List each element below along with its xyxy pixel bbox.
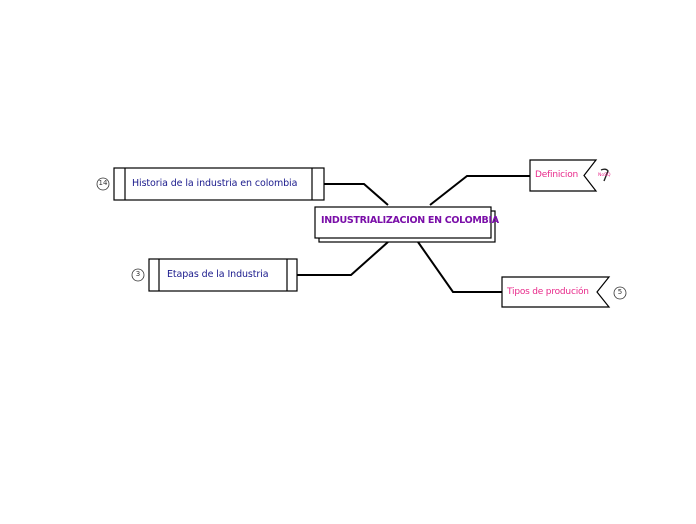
topic-etapas-label: Etapas de la Industria <box>167 269 269 280</box>
connector-definicion <box>429 175 530 206</box>
topic-tipos-label: Tipos de produción <box>507 287 589 297</box>
count-historia: 14 <box>98 179 108 187</box>
topic-tipos[interactable] <box>501 276 611 308</box>
central-topic-label: INDUSTRIALIZACION EN COLOMBIA <box>321 215 499 226</box>
note-definicion: NoSQ <box>598 173 611 178</box>
topic-definicion[interactable] <box>529 159 598 192</box>
central-topic[interactable] <box>314 206 496 243</box>
count-badge-definicion <box>600 168 609 182</box>
count-etapas: 3 <box>135 270 141 278</box>
topic-definicion-label: Definicion <box>535 170 579 180</box>
connector-tipos <box>417 241 502 293</box>
count-badge-tipos <box>613 286 627 300</box>
topic-historia[interactable] <box>113 167 325 201</box>
count-badge-historia <box>96 177 110 191</box>
topic-etapas[interactable] <box>148 258 298 292</box>
count-badge-etapas <box>131 268 145 282</box>
connector-historia <box>324 183 389 206</box>
topic-historia-label: Historia de la industria en colombia <box>132 178 298 189</box>
count-tipos: 5 <box>617 288 623 296</box>
connector-etapas <box>297 241 389 276</box>
